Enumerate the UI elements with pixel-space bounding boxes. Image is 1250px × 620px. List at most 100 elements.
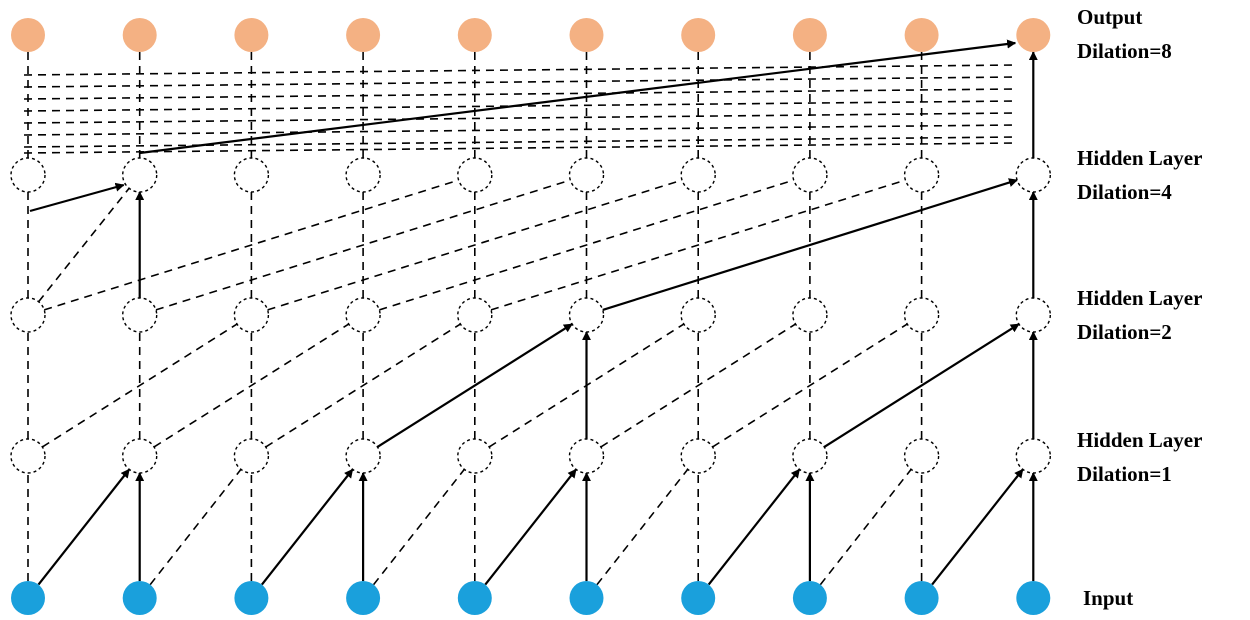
edge-l1-2-to-4 xyxy=(265,323,461,448)
hidden2-node-3 xyxy=(345,297,381,333)
output-label-dilation: Dilation=8 xyxy=(1077,39,1172,63)
hidden1-node-5 xyxy=(568,438,605,474)
edge-l1-0-to-2 xyxy=(41,323,238,448)
hidden3-node-5 xyxy=(568,157,605,193)
input-node-8 xyxy=(904,581,939,615)
hidden-layer-2-title: Hidden Layer xyxy=(1077,286,1203,310)
output-node-5 xyxy=(569,18,604,52)
edge-l2-0-to-4 xyxy=(43,179,459,311)
edge-l2-3-to-7 xyxy=(379,179,794,311)
edge-l1-7-to-9 xyxy=(823,323,1020,448)
edge-l3-0-to-output-9 xyxy=(23,142,1016,154)
edge-l2-1-to-5 xyxy=(155,179,571,311)
hidden1-node-9 xyxy=(1015,438,1052,474)
edge-l3-1-to-output-9 xyxy=(139,39,1017,155)
hidden-layer-2-dilation: Dilation=2 xyxy=(1077,320,1172,344)
input-node-5 xyxy=(569,581,604,615)
hidden1-node-8 xyxy=(903,438,940,474)
hidden1-node-4 xyxy=(457,438,493,474)
output-node-2 xyxy=(234,18,269,52)
edge-l3-3-to-output-9 xyxy=(23,76,1016,88)
edge-l2-5-to-9 xyxy=(602,178,1018,311)
hidden-layer-2-label: Hidden Layer Dilation=2 xyxy=(1077,281,1202,349)
hidden3-node-4 xyxy=(457,157,493,193)
edge-l1-4-to-6 xyxy=(488,323,685,448)
output-node-6 xyxy=(681,18,716,52)
input-node-1 xyxy=(122,581,157,615)
output-node-4 xyxy=(457,18,492,52)
edge-l1-3-to-5 xyxy=(376,323,573,448)
hidden1-node-0 xyxy=(10,438,46,474)
edge-l2-0-to-1 xyxy=(37,187,130,303)
edge-l3-4-to-output-9 xyxy=(23,88,1016,100)
input-node-7 xyxy=(792,581,827,615)
hidden3-node-3 xyxy=(345,157,381,193)
hidden-layer-3-title: Hidden Layer xyxy=(1077,146,1203,170)
hidden2-node-6 xyxy=(680,297,716,333)
hidden-layer-1-dilation: Dilation=1 xyxy=(1077,462,1172,486)
edge-l1-5-to-7 xyxy=(600,323,796,448)
input-node-2 xyxy=(234,581,269,615)
edge-l3-5-to-output-9 xyxy=(23,100,1016,112)
hidden2-node-4 xyxy=(457,297,493,333)
hidden3-node-1 xyxy=(121,157,158,193)
edges-group xyxy=(23,39,1038,586)
hidden3-node-6 xyxy=(680,157,716,193)
edge-l3-2-to-output-9 xyxy=(23,64,1016,76)
input-node-4 xyxy=(457,581,492,615)
edge-l0-8-to-9 xyxy=(931,468,1024,586)
hidden3-node-8 xyxy=(903,157,940,193)
input-label-title: Input xyxy=(1083,586,1134,610)
input-node-9 xyxy=(1016,581,1051,615)
output-node-3 xyxy=(346,18,381,52)
hidden2-node-9 xyxy=(1015,297,1052,333)
input-node-0 xyxy=(11,581,45,615)
input-node-3 xyxy=(346,581,381,615)
hidden1-node-7 xyxy=(792,438,828,474)
hidden3-node-7 xyxy=(792,157,828,193)
edge-l0-5-to-6 xyxy=(596,468,689,586)
edge-l3-7-to-output-9 xyxy=(23,124,1016,136)
output-label-title: Output xyxy=(1077,5,1143,29)
input-layer-label: Input xyxy=(1083,581,1133,615)
output-layer-label: Output Dilation=8 xyxy=(1077,0,1172,68)
input-node-6 xyxy=(681,581,716,615)
edge-l2-2-to-6 xyxy=(267,179,683,311)
hidden-layer-3-dilation: Dilation=4 xyxy=(1077,180,1172,204)
edge-l3-8-to-output-9 xyxy=(23,136,1016,148)
hidden-layer-3-label: Hidden Layer Dilation=4 xyxy=(1077,141,1202,209)
hidden1-node-3 xyxy=(345,438,381,474)
nodes-group xyxy=(10,18,1052,615)
hidden2-node-5 xyxy=(568,297,605,333)
output-node-0 xyxy=(11,18,45,52)
output-node-7 xyxy=(792,18,827,52)
hidden-layer-1-label: Hidden Layer Dilation=1 xyxy=(1077,423,1202,491)
edge-l0-3-to-4 xyxy=(372,468,465,586)
hidden2-node-7 xyxy=(792,297,828,333)
edge-l0-0-to-1 xyxy=(37,468,131,586)
edge-l3-0-to-1-arrow xyxy=(29,182,125,213)
edge-l1-1-to-3 xyxy=(153,323,350,448)
hidden2-node-2 xyxy=(233,297,270,333)
hidden2-node-0 xyxy=(10,297,46,333)
hidden1-node-6 xyxy=(680,438,716,474)
hidden3-node-0 xyxy=(10,157,46,193)
edge-l1-6-to-8 xyxy=(712,323,908,448)
hidden1-node-2 xyxy=(233,438,270,474)
edge-l3-6-to-output-9 xyxy=(23,112,1016,124)
hidden3-node-9 xyxy=(1015,157,1052,193)
edge-l2-4-to-8 xyxy=(490,179,906,311)
hidden2-node-1 xyxy=(121,297,158,333)
hidden2-node-8 xyxy=(903,297,940,333)
edge-l0-6-to-7 xyxy=(707,468,801,586)
output-node-9 xyxy=(1016,18,1051,52)
edge-l0-2-to-3 xyxy=(261,468,354,586)
output-node-8 xyxy=(904,18,939,52)
hidden3-node-2 xyxy=(233,157,270,193)
edge-l0-4-to-5 xyxy=(484,468,577,586)
edge-l0-7-to-8 xyxy=(819,468,912,586)
hidden-layer-1-title: Hidden Layer xyxy=(1077,428,1203,452)
edge-l0-1-to-2 xyxy=(149,468,242,586)
hidden1-node-1 xyxy=(121,438,158,474)
